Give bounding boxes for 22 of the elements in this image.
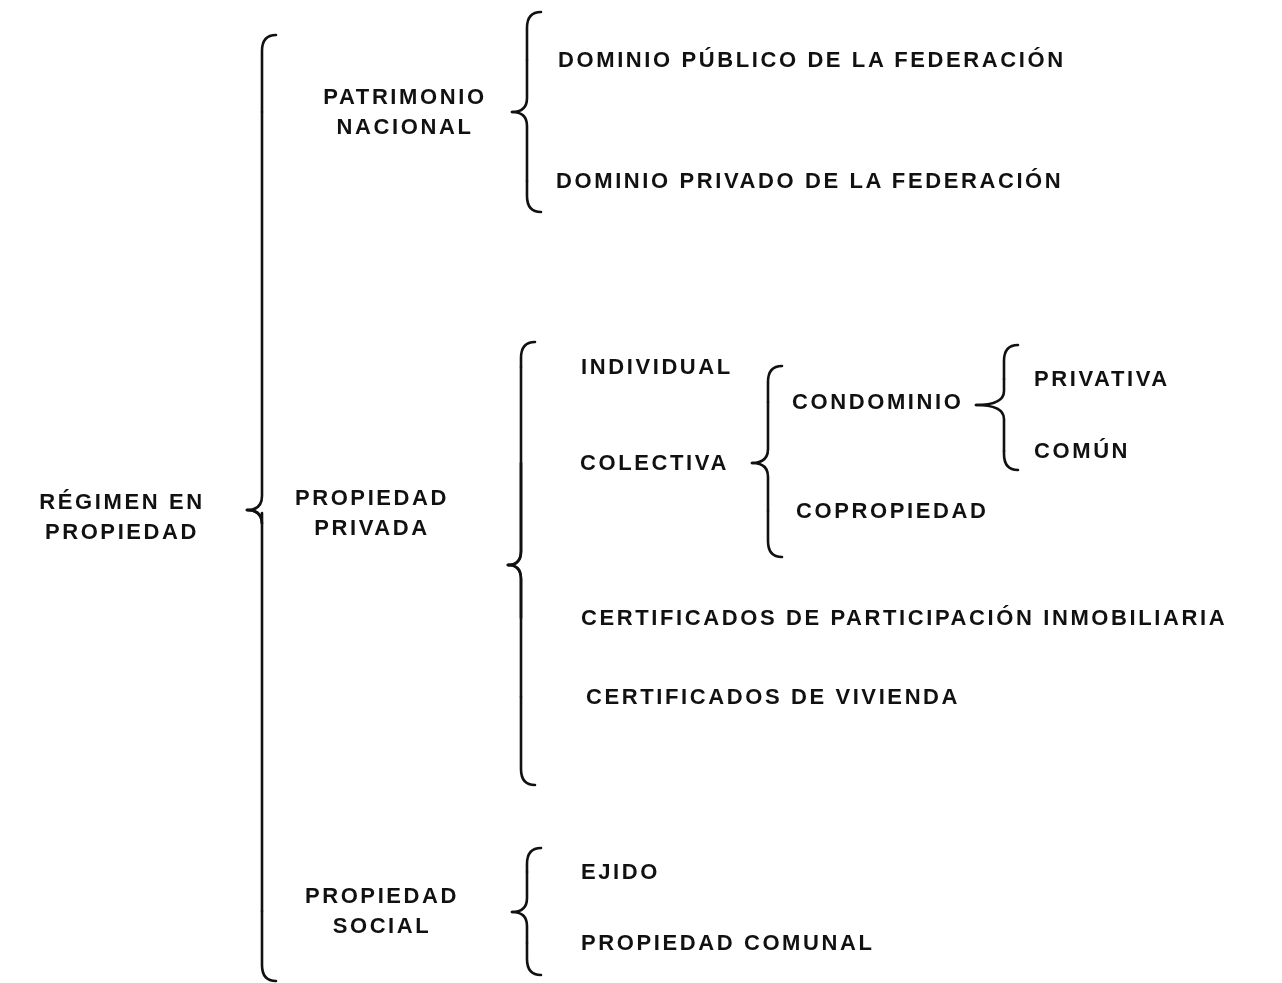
node-label: PROPIEDAD SOCIAL [303, 882, 461, 940]
node-label: PRIVATIVA [1034, 365, 1170, 393]
node-label: COPROPIEDAD [796, 497, 989, 525]
curly-brace [510, 110, 529, 183]
node-label: EJIDO [581, 858, 661, 886]
node-label: DOMINIO PRIVADO DE LA FEDERACIÓN [556, 167, 1064, 195]
node-label: COLECTIVA [580, 449, 729, 477]
node-label: CERTIFICADOS DE PARTICIPACIÓN INMOBILIARIA [581, 604, 1228, 632]
node-label: COMÚN [1034, 437, 1131, 465]
node-label: PROPIEDAD PRIVADA [293, 484, 451, 542]
node-label: INDIVIDUAL [581, 353, 733, 381]
node-label: PROPIEDAD COMUNAL [581, 929, 875, 957]
node-label: CERTIFICADOS DE VIVIENDA [586, 683, 961, 711]
curly-brace [506, 563, 523, 699]
node-label: DOMINIO PÚBLICO DE LA FEDERACIÓN [558, 46, 1066, 74]
curly-brace [245, 508, 264, 913]
curly-brace [974, 403, 1006, 453]
curly-brace [750, 461, 770, 513]
curly-brace [510, 910, 529, 945]
node-label: CONDOMINIO [792, 388, 964, 416]
node-label: PATRIMONIO NACIONAL [322, 83, 488, 141]
node-label: RÉGIMEN EN PROPIEDAD [38, 488, 206, 546]
